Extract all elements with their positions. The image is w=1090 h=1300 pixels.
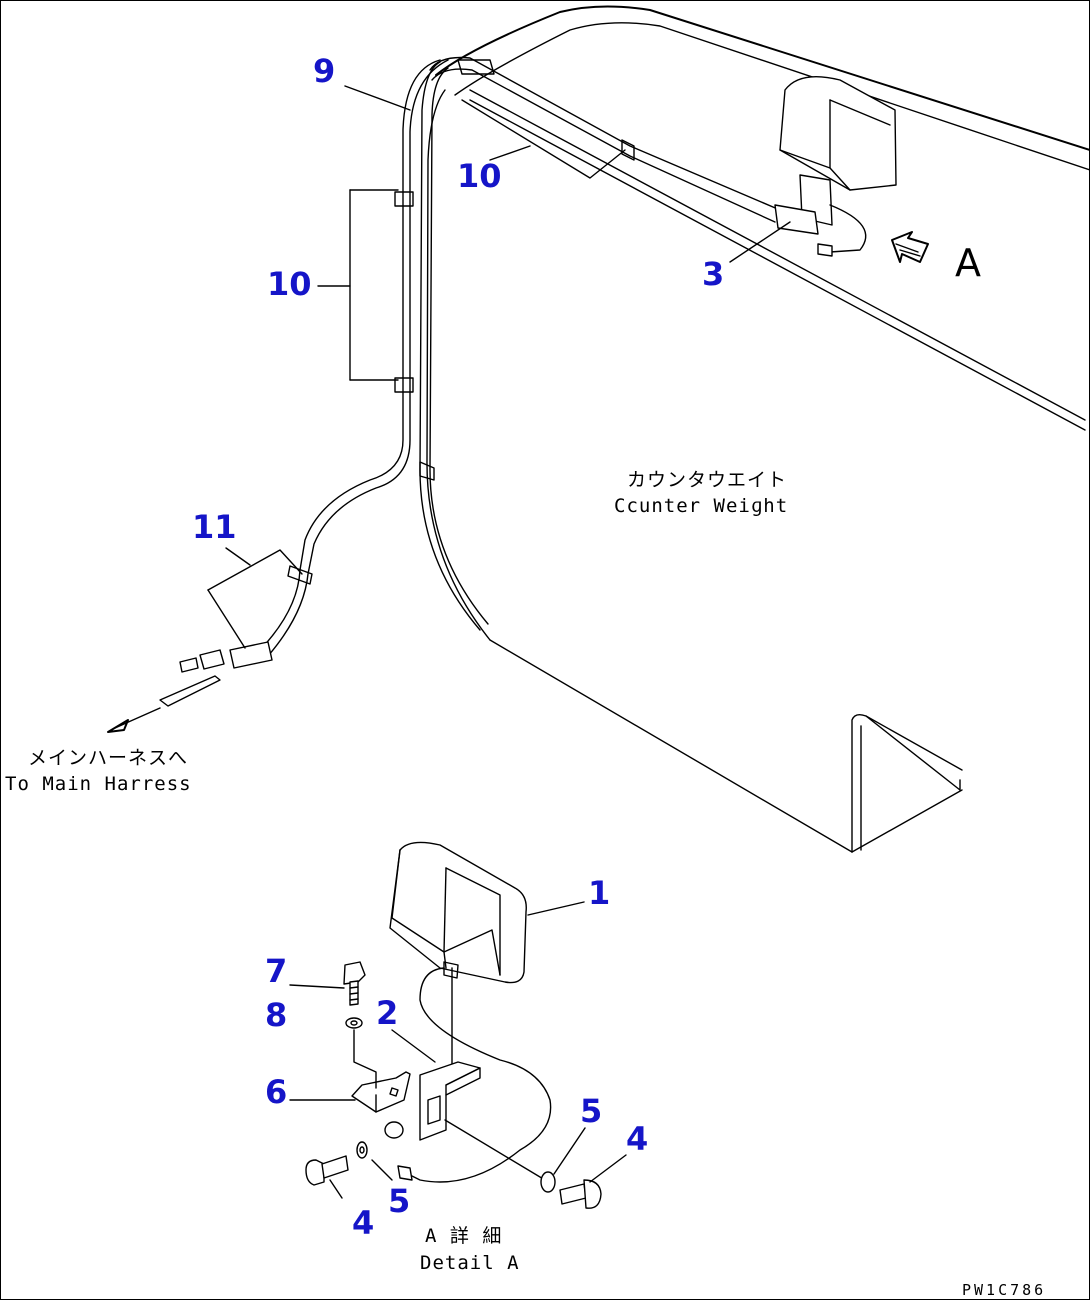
washer-5-left	[356, 1141, 368, 1159]
callout-7[interactable]: 7	[265, 952, 287, 990]
callout-11[interactable]: 11	[192, 508, 237, 546]
counterweight-label-en: Ccunter Weiɡht	[614, 495, 788, 517]
main-harness-label-jp: メインハーネスへ	[28, 747, 188, 769]
callout-1[interactable]: 1	[588, 874, 610, 912]
washer-5-right	[540, 1171, 556, 1193]
leader-lines	[207, 85, 791, 1199]
nut-bottom	[397, 1165, 413, 1181]
main-harness-label-en: To Main Harress	[5, 773, 192, 795]
bracket-2	[419, 1061, 546, 1181]
wire-harness	[419, 56, 781, 631]
drawing-reference: PW1C786	[962, 1281, 1046, 1299]
view-arrow-icon	[891, 231, 929, 263]
callout-3[interactable]: 3	[702, 255, 724, 293]
plate-6	[351, 1071, 411, 1113]
callout-10-top[interactable]: 10	[457, 157, 502, 195]
view-letter: A	[955, 241, 981, 285]
bolt-7	[343, 961, 366, 1006]
callout-10-left[interactable]: 10	[267, 265, 312, 303]
connector-11	[107, 641, 273, 733]
callout-6[interactable]: 6	[265, 1073, 287, 1111]
callout-4-bottom[interactable]: 4	[352, 1204, 374, 1242]
callout-9[interactable]: 9	[313, 52, 335, 90]
bolt-4-right	[384, 1121, 602, 1209]
callout-5-bottom[interactable]: 5	[388, 1182, 410, 1220]
callout-4-right[interactable]: 4	[626, 1120, 648, 1158]
harness-9	[259, 59, 449, 657]
counterweight-label-jp: カウンタウエイト	[627, 469, 787, 491]
counterweight	[426, 5, 1090, 853]
callout-2[interactable]: 2	[376, 994, 398, 1032]
bolt-4-left	[305, 1155, 349, 1186]
washer-8	[345, 1017, 377, 1089]
detail-label-en: Detail A	[420, 1252, 520, 1274]
detail-a-lamp	[389, 841, 552, 1183]
upper-work-lamp	[774, 76, 897, 257]
detail-label-jp: A 詳 細	[425, 1225, 502, 1247]
callout-5-right[interactable]: 5	[580, 1092, 602, 1130]
callout-8[interactable]: 8	[265, 996, 287, 1034]
